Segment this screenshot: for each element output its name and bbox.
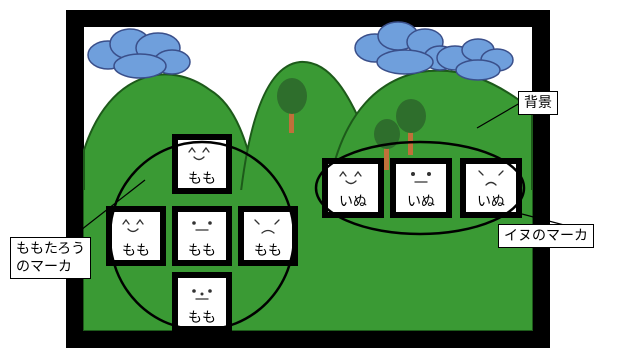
- marker-label-momo: もも: [254, 243, 282, 259]
- marker-label-inu: いぬ: [407, 194, 435, 210]
- marker-label-momo: もも: [188, 243, 216, 259]
- marker-label-momo: もも: [188, 310, 216, 326]
- dog-marker-right: いぬ: [460, 158, 522, 218]
- leader-line-momotaro: [71, 179, 146, 238]
- dog-marker-group-outline: [314, 140, 526, 236]
- momotaro-marker-center: もも: [172, 206, 232, 266]
- marker-label-momo: もも: [188, 171, 216, 187]
- tree-right-1: [396, 99, 426, 155]
- momotaro-marker-bottom: もも: [172, 272, 232, 332]
- dog-marker-center: いぬ: [390, 158, 452, 218]
- leader-line-background: [476, 102, 521, 129]
- momotaro-marker-right: もも: [238, 206, 298, 266]
- tree-middle: [277, 78, 307, 133]
- marker-label-inu: いぬ: [339, 194, 367, 210]
- marker-label-inu: いぬ: [477, 194, 505, 210]
- background-callout: 背景: [518, 91, 558, 115]
- momotaro-marker-left: もも: [106, 206, 166, 266]
- momotaro-marker-group-outline: [108, 140, 296, 332]
- momotaro-marker-callout: ももたろう のマーカ: [10, 237, 92, 279]
- tree-right-2: [374, 119, 400, 170]
- dog-marker-left: いぬ: [322, 158, 384, 218]
- leader-line-dog: [521, 213, 565, 226]
- cloud-left: [87, 28, 191, 79]
- dog-marker-callout: イヌのマーカ: [498, 224, 594, 248]
- marker-label-momo: もも: [122, 243, 150, 259]
- cloud-right-small: [436, 38, 514, 81]
